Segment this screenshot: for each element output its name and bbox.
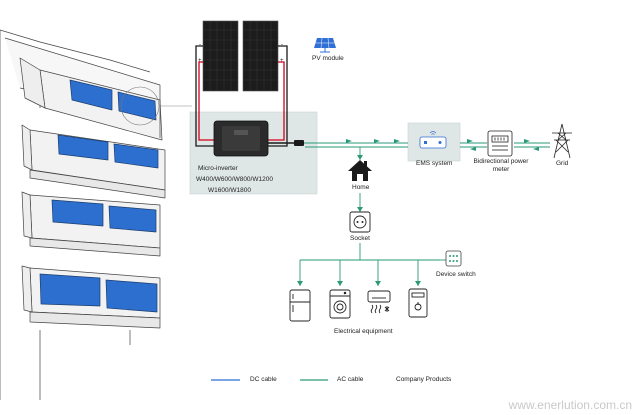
legend-company-products-label: Company Products — [396, 376, 452, 383]
solar-panel-right — [242, 20, 279, 92]
power-meter-icon — [487, 130, 513, 157]
ac-wiring — [299, 142, 550, 286]
legend-ac-label: AC cable — [337, 376, 364, 383]
panel-plus-mark: + — [280, 58, 284, 64]
panel-plus-mark: + — [198, 58, 202, 64]
flow-arrows — [297, 139, 539, 286]
building-illustration — [0, 29, 192, 400]
micro-inverter-models-2: W1600/W1800 — [208, 187, 251, 195]
micro-inverter-title: Micro-inverter — [198, 165, 238, 172]
fridge-icon — [289, 289, 311, 322]
washer-icon — [329, 289, 351, 319]
solar-panel-left — [202, 20, 239, 92]
balcony-solar-panel — [57, 134, 109, 161]
home-icon — [348, 160, 372, 181]
balcony-solar-panel — [108, 205, 157, 233]
ems-device-icon — [419, 131, 447, 149]
electrical-equipment-label: Electrical equipment — [334, 328, 393, 335]
panel-minus-mark: - — [199, 42, 201, 48]
dc-wiring — [195, 45, 288, 147]
watermark: www.enerlution.com.cn — [508, 398, 632, 412]
power-meter-label: Bidirectional power meter — [470, 158, 532, 174]
balcony-solar-panel — [39, 273, 101, 307]
socket-label: Socket — [350, 235, 370, 242]
solar-panel-icon — [314, 37, 336, 53]
balcony-solar-panel — [113, 143, 159, 169]
home-label: Home — [352, 184, 370, 191]
balcony-solar-panel — [69, 79, 113, 111]
power-meter-label-line1: Bidirectional power — [473, 158, 529, 165]
ems-system-label: EMS system — [416, 160, 453, 167]
water-heater-icon — [408, 288, 428, 318]
transmission-tower-icon — [552, 123, 572, 159]
balcony-solar-panel — [105, 279, 158, 313]
pv-panel-array: - + - + — [198, 20, 284, 92]
balcony-solar-panel — [51, 199, 104, 227]
socket-icon — [349, 211, 371, 233]
device-switch-label: Device switch — [436, 271, 476, 278]
legend-dc-label: DC cable — [250, 376, 277, 383]
air-conditioner-icon — [367, 290, 391, 314]
grid-label: Grid — [556, 160, 569, 167]
micro-inverter-label: Micro-inverter W400/W600/W800/W1200 W160… — [196, 165, 276, 195]
micro-inverter-models-1: W400/W600/W800/W1200 — [196, 176, 273, 184]
pv-module-label: PV module — [312, 55, 344, 62]
power-meter-label-line2: meter — [492, 166, 510, 174]
balcony-solar-panel — [117, 91, 157, 121]
micro-inverter-device — [213, 120, 304, 157]
device-switch-icon — [445, 250, 462, 267]
panel-minus-mark: - — [281, 42, 283, 48]
